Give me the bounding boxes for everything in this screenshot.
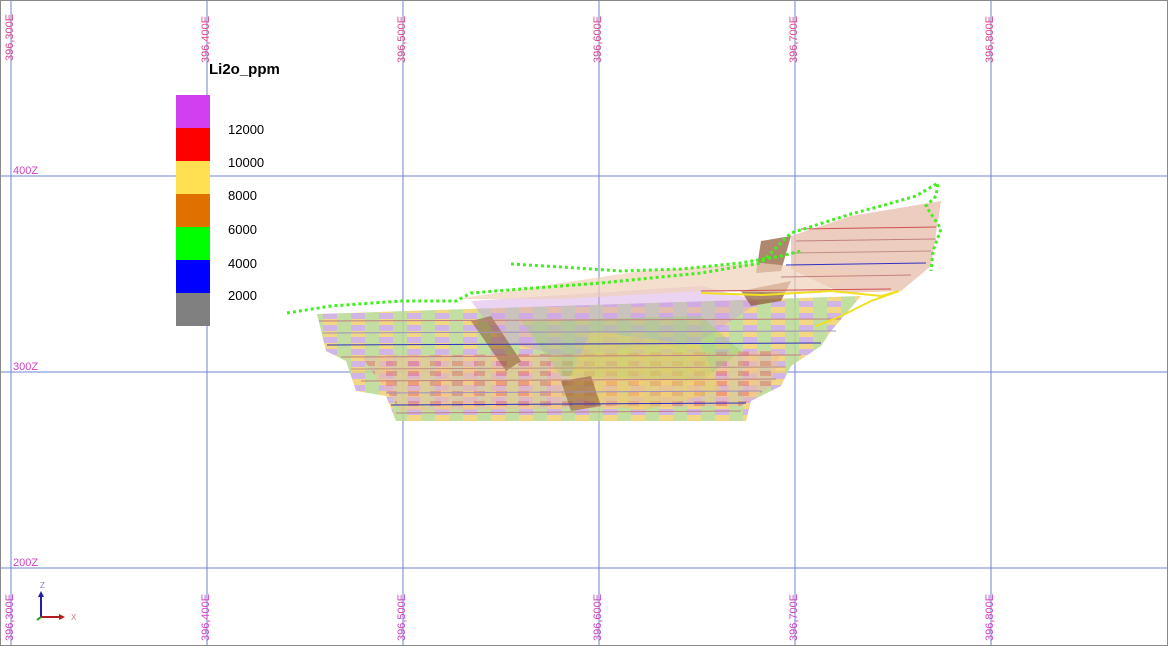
pit-outline-yellow (700, 289, 900, 327)
legend-label-6000: 6000 (228, 222, 257, 237)
elev-label-0: 400Z (13, 165, 38, 177)
east-label-top-1: 396,400E (200, 16, 212, 63)
east-label-bottom-0: 396,300E (4, 594, 16, 641)
legend-swatch (176, 227, 210, 260)
legend-label-2000: 2000 (228, 288, 257, 303)
legend-swatch (176, 194, 210, 227)
east-label-top-2: 396,500E (396, 16, 408, 63)
legend-label-10000: 10000 (228, 155, 265, 170)
topo-outline (286, 180, 943, 315)
block-model (317, 201, 941, 421)
legend-swatch (176, 95, 210, 128)
elev-label-1: 300Z (13, 361, 38, 373)
east-label-top-5: 396,800E (984, 16, 996, 63)
legend-swatch (176, 293, 210, 326)
legend-swatch (176, 128, 210, 161)
east-label-top-3: 396,600E (592, 16, 604, 63)
legend-label-12000: 12000 (228, 122, 265, 137)
east-label-bottom-5: 396,800E (984, 594, 996, 641)
axis-z-label: Z (40, 581, 45, 590)
legend-swatch (176, 161, 210, 194)
east-label-bottom-3: 396,600E (592, 594, 604, 641)
east-label-bottom-2: 396,500E (396, 594, 408, 641)
elev-label-2: 200Z (13, 557, 38, 569)
axis-x-label: X (71, 613, 77, 622)
east-label-bottom-1: 396,400E (200, 594, 212, 641)
legend-label-4000: 4000 (228, 256, 257, 271)
legend-label-8000: 8000 (228, 188, 257, 203)
legend-title: Li2o_ppm (209, 61, 280, 78)
legend-swatch (176, 260, 210, 293)
east-label-top-0: 396,300E (4, 14, 16, 61)
east-label-top-4: 396,700E (788, 16, 800, 63)
axis-triad-icon: Z X (36, 581, 77, 622)
color-legend-bar (176, 95, 210, 326)
bench-lines (318, 226, 937, 414)
east-label-bottom-4: 396,700E (788, 594, 800, 641)
